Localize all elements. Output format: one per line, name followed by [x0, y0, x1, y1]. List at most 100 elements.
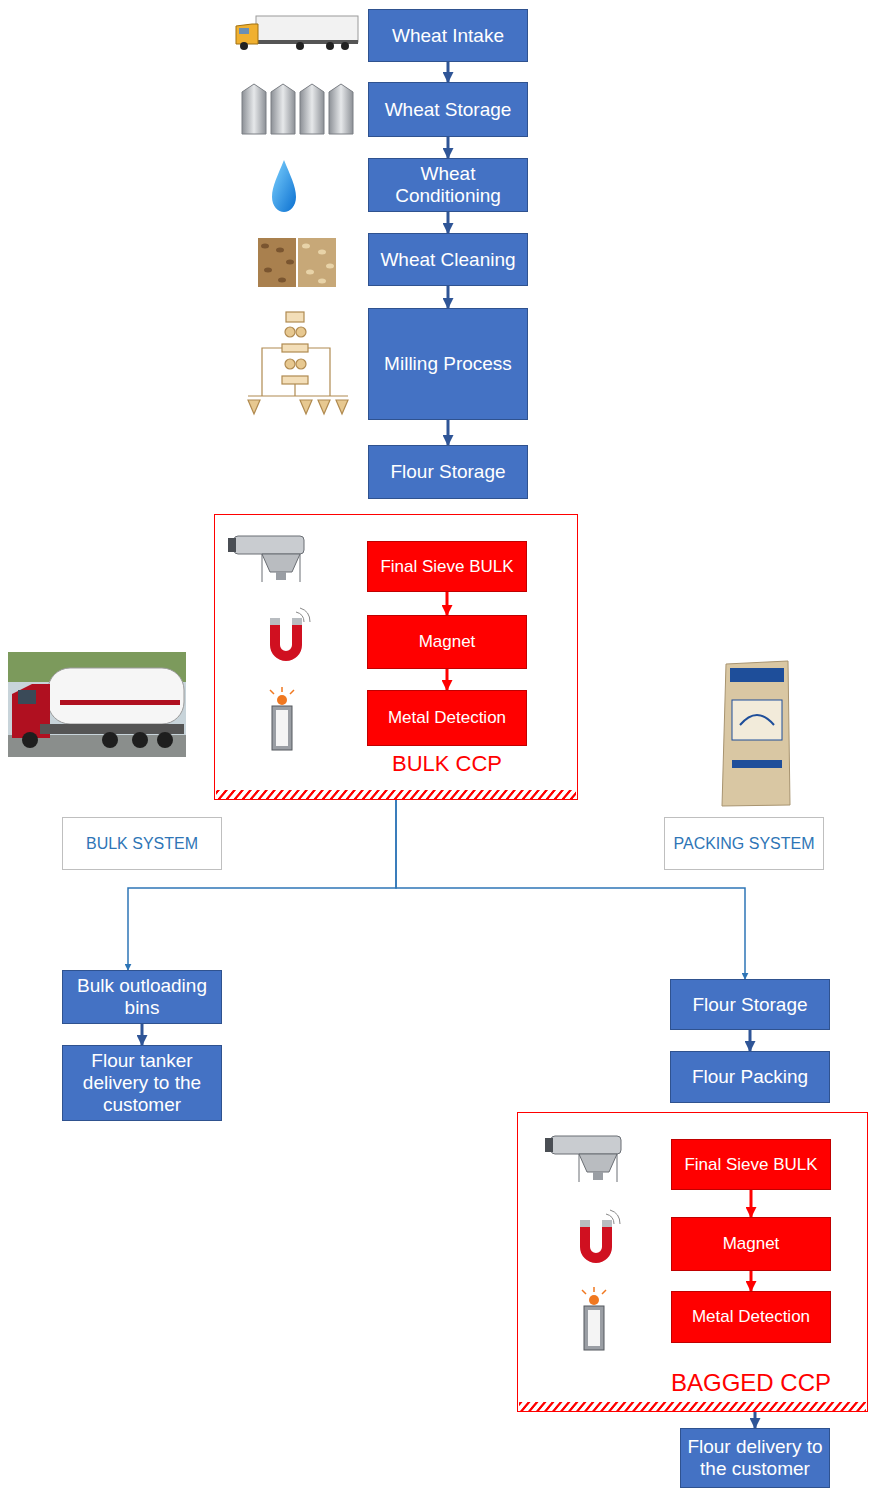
- hatch-band: [216, 790, 576, 799]
- ccp-step-box: Metal Detection: [671, 1291, 831, 1343]
- metal-detector-icon-part: [584, 1306, 604, 1350]
- metal-detector-icon-part: [277, 695, 287, 705]
- flour-bag-picture-part: [732, 760, 782, 768]
- tanker-photo-part: [18, 690, 36, 704]
- tanker-photo-part: [102, 732, 118, 748]
- magnet-icon-part: [296, 608, 310, 622]
- sieve-icon-part: [228, 538, 236, 552]
- truck-icon-part: [239, 28, 249, 34]
- flour-bag-picture-part: [732, 700, 782, 740]
- process-box: Wheat Cleaning: [368, 233, 528, 286]
- metal-detector-icon-part: [272, 706, 292, 750]
- box-label: Flour delivery to the customer: [686, 1436, 824, 1480]
- wheat-grain-icon-part: [286, 260, 294, 265]
- truck-icon-part: [240, 42, 248, 50]
- metal-detector-icon-part: [588, 1310, 600, 1346]
- silo-icon-part: [329, 84, 353, 134]
- ccp-step-box: Final Sieve BULK: [671, 1139, 831, 1190]
- hatch-band-part: [519, 1402, 866, 1411]
- wheat-grain-icon-part: [318, 250, 326, 255]
- sieve-icon-part: [551, 1136, 621, 1154]
- sieve-icon-part: [276, 572, 286, 580]
- process-box: Flour tanker delivery to the customer: [62, 1045, 222, 1121]
- box-label: Flour Storage: [390, 461, 505, 483]
- flour-bag-picture: [722, 661, 790, 806]
- flow-arrow: [446, 669, 449, 690]
- ccp-title: BULK CCP: [367, 751, 527, 777]
- box-label: Wheat Intake: [392, 25, 504, 47]
- box-label: Flour Packing: [692, 1066, 808, 1088]
- process-box: Wheat Conditioning: [368, 158, 528, 212]
- milling-diagram-icon-part: [285, 359, 295, 369]
- milling-diagram-icon-part: [248, 348, 348, 396]
- flow-arrow: [754, 1412, 757, 1428]
- magnet-icon-part: [270, 618, 280, 625]
- sieve-icon-part: [593, 1172, 603, 1180]
- tanker-photo: [8, 652, 186, 757]
- sieve-icon-part: [262, 554, 263, 582]
- wheat-grain-icon-part: [276, 248, 284, 253]
- wheat-grain-icon-part: [318, 279, 326, 284]
- milling-diagram-icon-part: [282, 344, 308, 352]
- flour-bag-picture-part: [730, 668, 784, 682]
- process-box: Wheat Intake: [368, 9, 528, 62]
- flow-arrow: [447, 62, 450, 82]
- sieve-icon-part: [617, 1154, 618, 1182]
- sieve-icon-part: [300, 554, 301, 582]
- flow-arrow: [447, 137, 450, 158]
- box-label: Metal Detection: [388, 708, 506, 728]
- magnet-icon-part: [270, 620, 302, 661]
- milling-diagram-icon-part: [286, 312, 304, 322]
- magnet-icon: [270, 608, 310, 661]
- flow-arrow: [749, 1030, 752, 1051]
- box-label: Bulk outloading bins: [68, 975, 216, 1019]
- ccp-step-box: Final Sieve BULK: [367, 541, 527, 592]
- silo-icon: [242, 84, 353, 134]
- tanker-photo-part: [22, 732, 38, 748]
- ccp-frame: BULK CCP Final Sieve BULK MagnetMetal Dete…: [214, 514, 578, 800]
- truck-icon: [236, 16, 358, 50]
- milling-diagram-icon-part: [248, 400, 348, 414]
- wheat-grain-icon-part: [302, 244, 334, 284]
- system-label-box: BULK SYSTEM: [62, 817, 222, 870]
- sieve-icon: [228, 536, 304, 582]
- wheat-grain-icon-part: [306, 270, 314, 275]
- box-label: Wheat Conditioning: [374, 163, 522, 207]
- tanker-photo-part: [48, 668, 184, 724]
- wheat-grain-icon-part: [298, 238, 336, 287]
- process-box: Bulk outloading bins: [62, 970, 222, 1024]
- milling-diagram-icon-part: [296, 359, 306, 369]
- wheat-grain-icon-part: [264, 268, 272, 273]
- water-drop-icon: [272, 160, 296, 212]
- ccp-title: BAGGED CCP: [651, 1369, 851, 1398]
- silo-icon-part: [300, 84, 324, 134]
- water-drop-icon-part: [272, 160, 296, 212]
- magnet-icon-part: [292, 618, 302, 625]
- milling-diagram-icon-part: [282, 376, 308, 384]
- process-box: Flour Storage: [670, 979, 830, 1030]
- milling-diagram-icon: [248, 312, 348, 414]
- wheat-grain-icon-part: [261, 244, 294, 283]
- truck-icon-part: [256, 16, 358, 42]
- flow-arrow: [750, 1271, 753, 1291]
- metal-detector-icon-part: [582, 1287, 606, 1294]
- box-label: BULK SYSTEM: [86, 834, 198, 853]
- metal-detector-icon-part: [276, 710, 288, 746]
- box-label: Magnet: [723, 1234, 780, 1254]
- sieve-icon-part: [579, 1154, 617, 1172]
- truck-icon-part: [326, 42, 334, 50]
- ccp-step-box: Magnet: [367, 615, 527, 669]
- wheat-grain-icon-part: [302, 244, 310, 249]
- flow-arrow: [446, 592, 449, 615]
- box-label: Final Sieve BULK: [684, 1155, 817, 1175]
- silo-icon-part: [242, 84, 266, 134]
- box-label: Wheat Storage: [385, 99, 512, 121]
- truck-icon-part: [236, 24, 258, 44]
- tanker-photo-part: [8, 652, 186, 757]
- process-box: Flour Storage: [368, 445, 528, 499]
- wheat-grain-icon-part: [261, 244, 269, 249]
- magnet-icon-part: [602, 1220, 612, 1227]
- flow-arrow: [141, 1024, 144, 1045]
- box-label: Magnet: [419, 632, 476, 652]
